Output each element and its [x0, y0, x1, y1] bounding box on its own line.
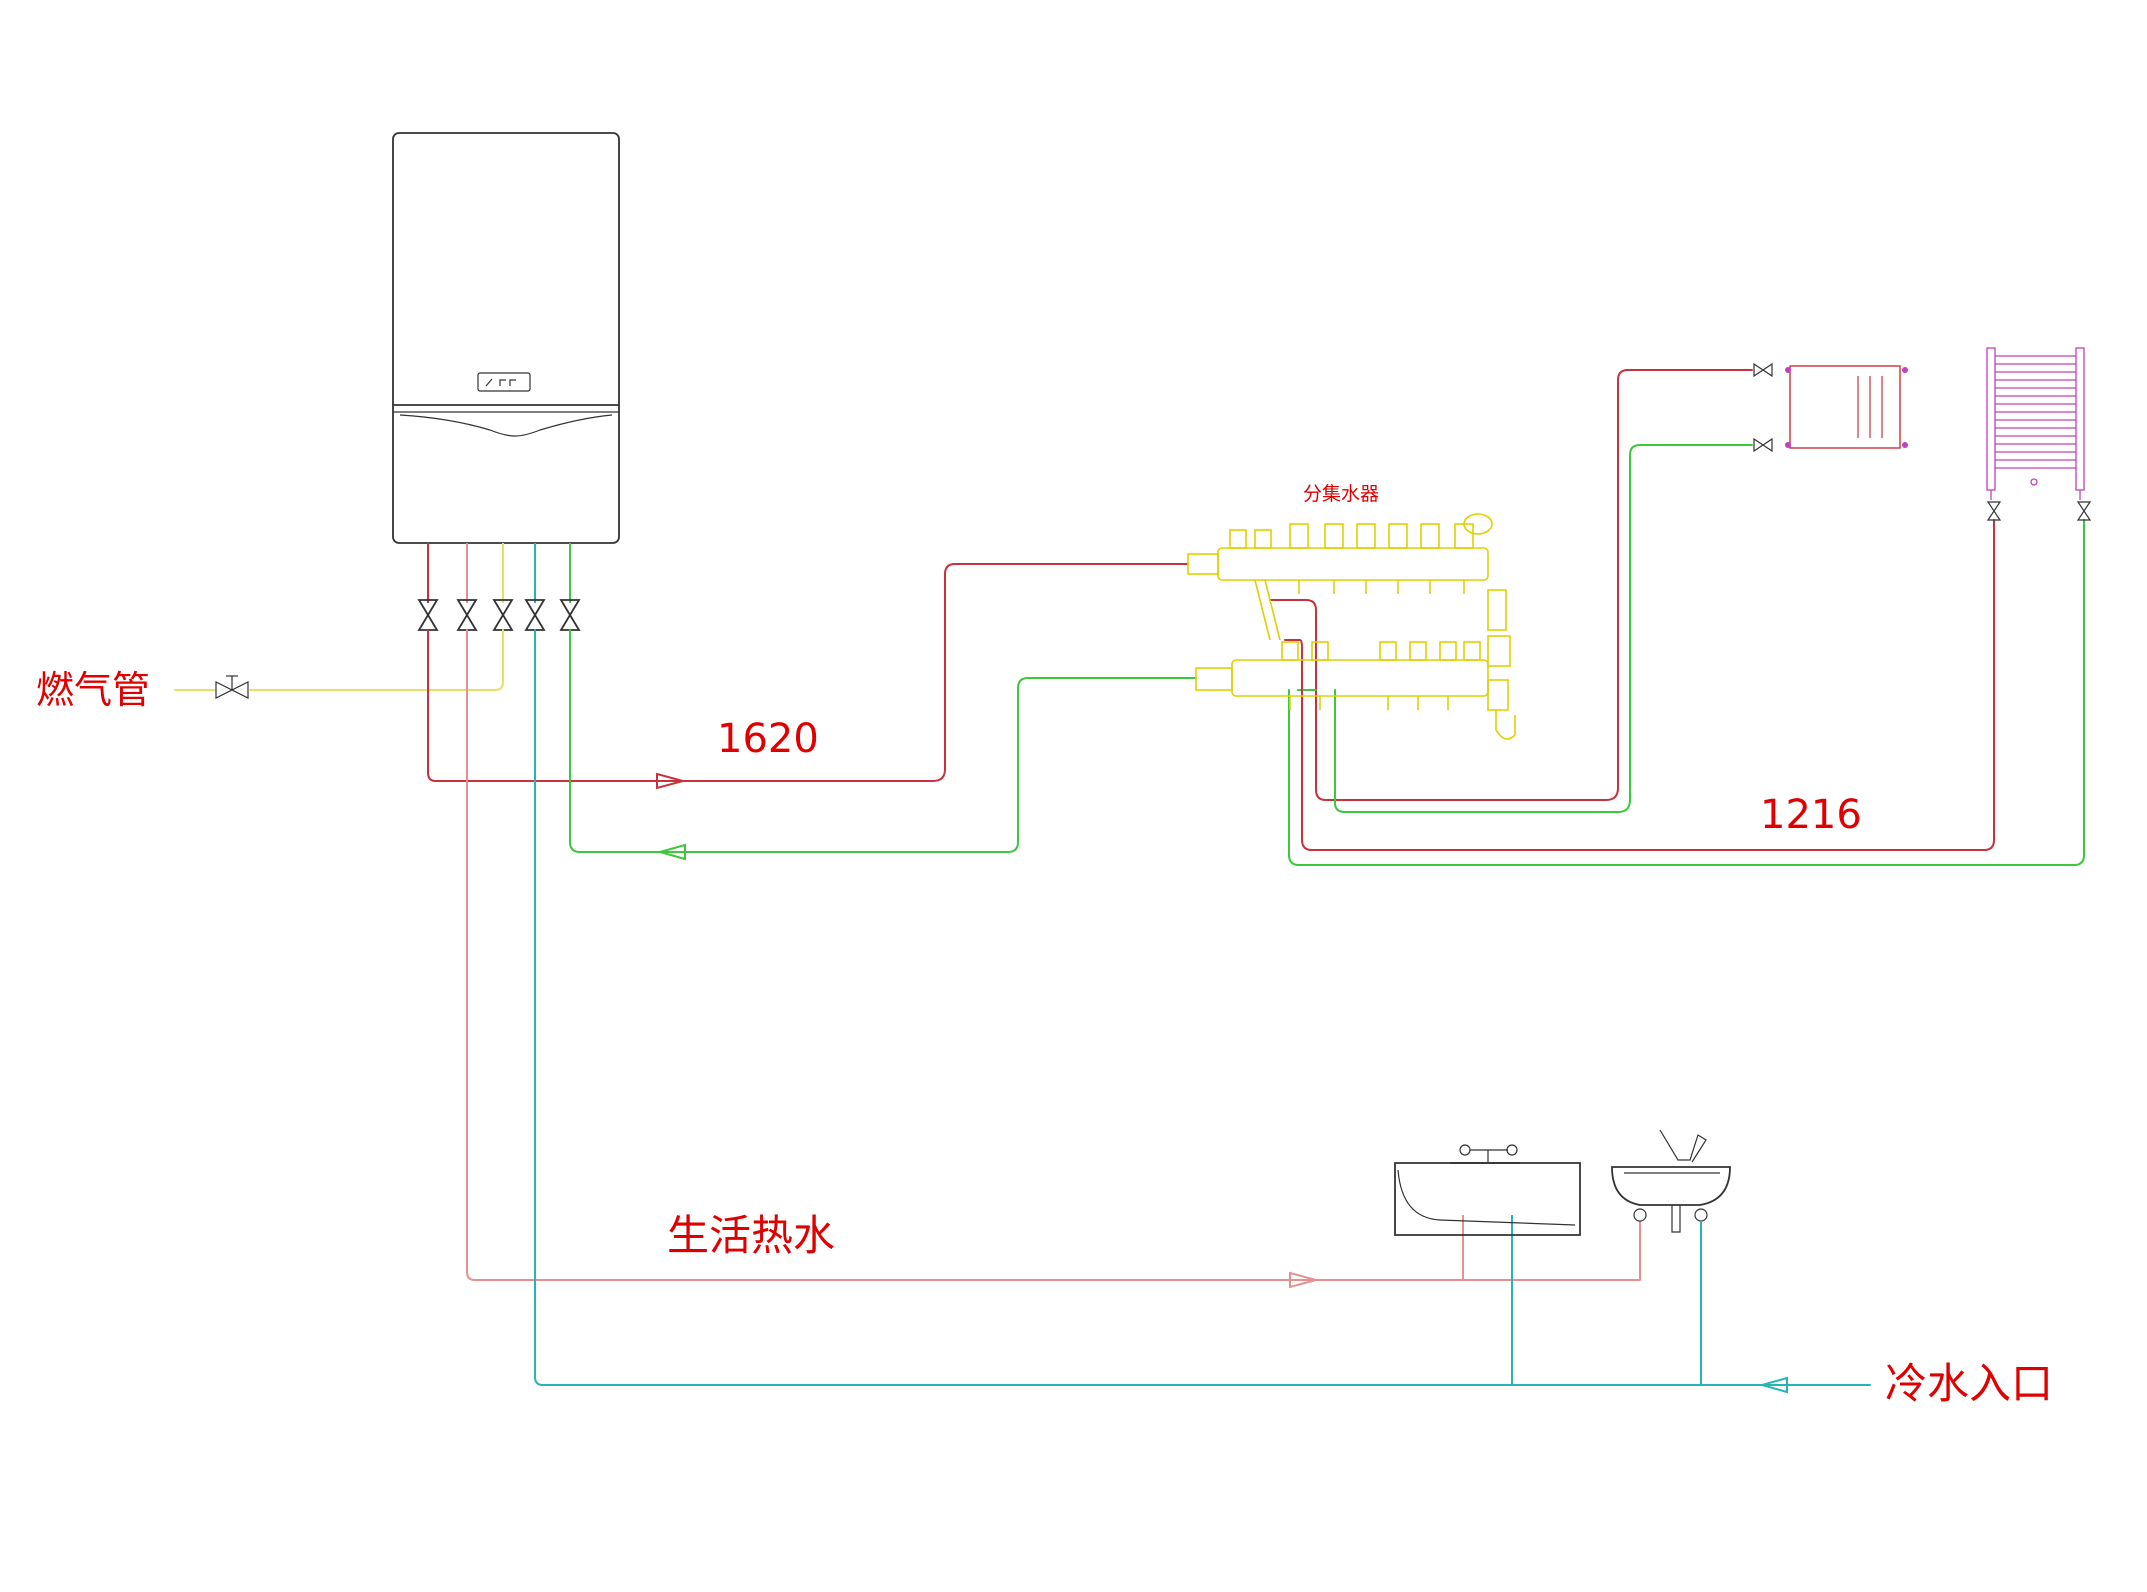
boiler	[392, 132, 620, 544]
manifold-label: 分集水器	[1303, 483, 1379, 505]
cold-water-pipe	[534, 629, 1871, 1386]
radiator-supply-pipe	[1269, 369, 1753, 801]
pipe-1216-label: 1216	[1760, 792, 1862, 838]
valve-icon	[1986, 501, 2092, 521]
radiator	[1785, 365, 1908, 449]
heating-return-pipe	[569, 629, 1197, 853]
domestic-hot-water-pipe	[466, 629, 1641, 1281]
gas-pipe	[249, 629, 504, 691]
heating-supply-pipe	[427, 563, 1189, 782]
manifold	[1187, 513, 1516, 740]
cold-water-inlet-label: 冷水入口	[1885, 1359, 2053, 1408]
bathtub	[1394, 1144, 1581, 1236]
wash-basin	[1611, 1129, 1731, 1233]
boiler-display	[477, 372, 531, 392]
pipe-1620-label: 1620	[717, 716, 819, 762]
valve-icon	[1753, 362, 1773, 453]
gas-pipe-label: 燃气管	[36, 668, 150, 712]
towel-rail	[1986, 347, 2085, 500]
towel-rail-return-pipe	[1288, 519, 2085, 866]
towel-rail-supply-pipe	[1284, 519, 1995, 851]
valve-icon	[417, 599, 581, 631]
domestic-hot-water-label: 生活热水	[667, 1211, 835, 1260]
gas-valve-icon	[215, 675, 249, 699]
